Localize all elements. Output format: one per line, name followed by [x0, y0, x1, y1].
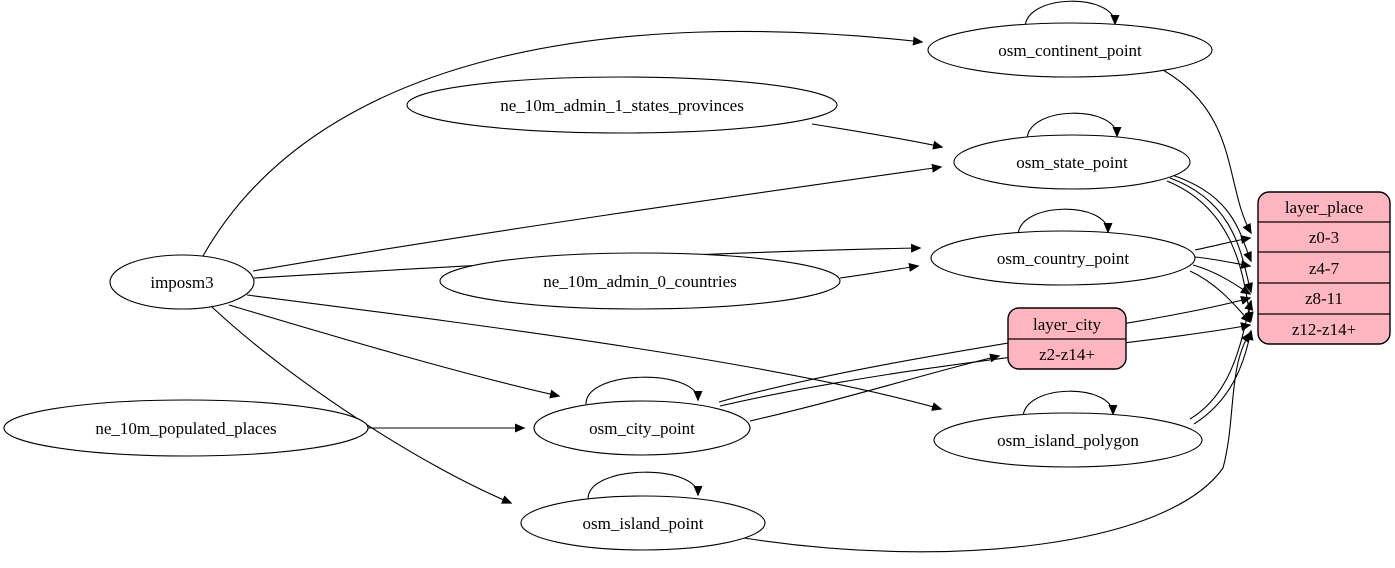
- osm_island_polygon-shape: [933, 412, 1203, 468]
- layer_place-row-z4-7: z4-7: [1309, 259, 1340, 278]
- osm_continent_point-label: osm_continent_point: [998, 41, 1142, 60]
- selfloop-osm_island_polygon: [1022, 390, 1118, 419]
- selfloop-osm_state_point: [1026, 112, 1122, 141]
- edge-osm_state_point-layer_place-z4-7: [1171, 174, 1252, 263]
- edge-osm_country_point-layer_place-z0-3: [1194, 235, 1252, 251]
- osm_island_point-shape: [520, 495, 766, 551]
- layer_place-title: layer_place: [1285, 198, 1363, 217]
- node-layer_city: layer_city z2-z14+: [1007, 307, 1127, 370]
- osm_continent_point-shape: [927, 22, 1213, 78]
- node-layer_place: layer_place z0-3 z4-7 z8-11 z12-z14+: [1257, 191, 1391, 345]
- ne_10m_admin_1_states_provinces-label: ne_10m_admin_1_states_provinces: [500, 96, 744, 115]
- osm_country_point-label: osm_country_point: [997, 249, 1129, 268]
- edge-osm_island_point-layer_place-z12-z14: [743, 331, 1251, 553]
- layer_place-row-z0-3: z0-3: [1309, 228, 1339, 247]
- node-osm_island_point: osm_island_point: [520, 495, 766, 551]
- ne_10m_populated_places-shape: [3, 399, 369, 457]
- edge-osm_city_point-layer_place-z12-z14: [719, 322, 1252, 407]
- edge-imposm3-osm_continent_point: [202, 30, 924, 257]
- ne_10m_admin_0_countries-label: ne_10m_admin_0_countries: [543, 272, 737, 291]
- ne_10m_populated_places-label: ne_10m_populated_places: [95, 419, 276, 438]
- edge-osm_country_point-layer_place-z4-7: [1194, 256, 1252, 269]
- osm_state_point-label: osm_state_point: [1016, 153, 1128, 172]
- edge-osm_city_point-layer_place-z8-11: [718, 296, 1252, 403]
- layer_city-title: layer_city: [1033, 315, 1101, 334]
- layer_place-shape: [1257, 191, 1391, 345]
- edge-osm_continent_point-layer_place-z0-3: [1162, 69, 1252, 235]
- osm_city_point-label: osm_city_point: [589, 419, 695, 438]
- edge-imposm3-osm_city_point: [228, 304, 561, 399]
- layer_city-row-z2-z14: z2-z14+: [1039, 345, 1095, 364]
- edge-imposm3-osm_island_polygon: [246, 294, 943, 411]
- edge-osm_city_point-layer_city-z2-z14: [749, 353, 1001, 422]
- selfloop-osm_island_point: [587, 471, 703, 500]
- edge-ne_10m_admin_0_countries-osm_country_point: [839, 262, 920, 279]
- node-osm_continent_point: osm_continent_point: [927, 22, 1213, 78]
- selfloop-osm_country_point: [1017, 208, 1113, 237]
- ne_10m_admin_0_countries-shape: [439, 252, 841, 310]
- imposm3-label: imposm3: [150, 273, 213, 292]
- layer_place-row-z8-11: z8-11: [1305, 289, 1343, 308]
- edge-osm_state_point-layer_place-z8-11: [1169, 177, 1253, 294]
- osm_island_polygon-label: osm_island_polygon: [997, 431, 1139, 450]
- selfloop-osm_continent_point: [1024, 0, 1120, 29]
- edge-ne_10m_admin_1_states_provinces-osm_state_point: [811, 123, 944, 150]
- node-ne_10m_admin_0_countries: ne_10m_admin_0_countries: [439, 252, 841, 310]
- node-imposm3: imposm3: [109, 254, 255, 310]
- node-osm_city_point: osm_city_point: [533, 400, 751, 456]
- osm_city_point-shape: [533, 400, 751, 456]
- node-osm_island_polygon: osm_island_polygon: [933, 412, 1203, 468]
- node-osm_country_point: osm_country_point: [930, 230, 1196, 286]
- layer_place-row-z12-z14: z12-z14+: [1292, 320, 1356, 339]
- selfloop-osm_city_point: [585, 376, 703, 405]
- osm_island_point-label: osm_island_point: [583, 514, 704, 533]
- ne_10m_admin_1_states_provinces-shape: [406, 76, 838, 134]
- osm_country_point-shape: [930, 230, 1196, 286]
- node-ne_10m_admin_1_states_provinces: ne_10m_admin_1_states_provinces: [406, 76, 838, 134]
- osm_state_point-shape: [953, 134, 1191, 190]
- edge-osm_island_polygon-layer_place-z8-11: [1189, 299, 1254, 420]
- node-ne_10m_populated_places: ne_10m_populated_places: [3, 399, 369, 457]
- node-osm_state_point: osm_state_point: [953, 134, 1191, 190]
- edge-osm_country_point-layer_place-z12-z14: [1189, 270, 1252, 324]
- edge-osm_country_point-layer_place-z8-11: [1192, 264, 1252, 295]
- imposm3-shape: [109, 254, 255, 310]
- edge-imposm3-osm_state_point: [252, 163, 943, 272]
